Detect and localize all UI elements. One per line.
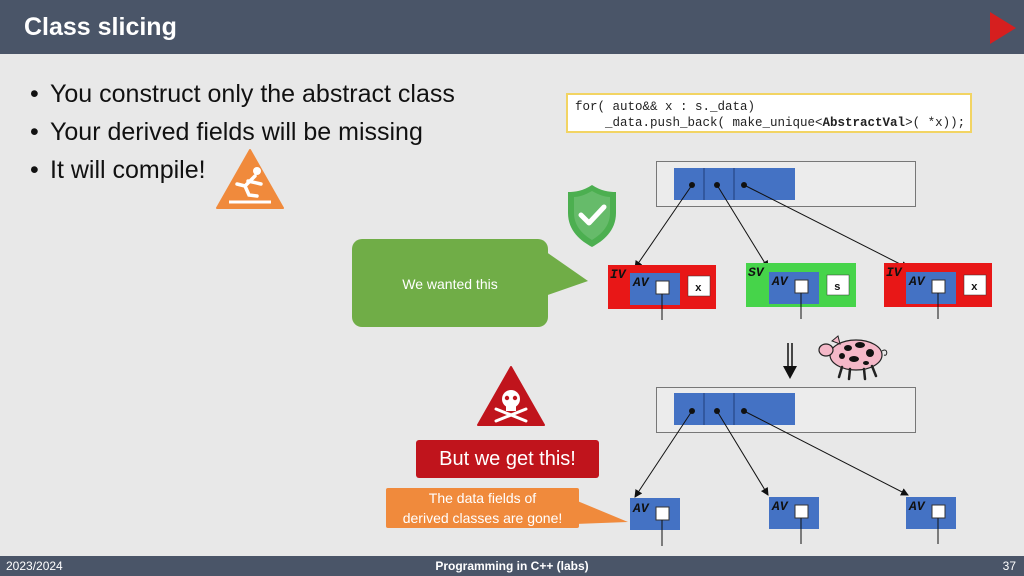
title-bar [0,0,1024,54]
iv-label: IV [610,267,627,282]
footer-course-title: Programming in C++ (labs) [435,559,589,573]
bullet-item: •It will compile! [30,156,206,184]
diagram [575,168,992,546]
skull-hazard-icon [477,366,545,426]
av-object [630,498,680,530]
av-label: AV [632,501,650,516]
bullet-item: •Your derived fields will be missing [30,118,423,146]
sv-label: SV [748,265,765,280]
diagram-labels: IV AV x SV AV s IV AV x AV AV AV [610,265,978,516]
speech-bubble [352,239,588,327]
av-label: AV [771,499,789,514]
av-label: AV [908,274,926,289]
but-we-get-this-label: But we get this! [416,440,599,478]
av-label: AV [771,274,789,289]
av-label: AV [908,499,926,514]
slip-hazard-icon [216,149,284,209]
field-x-label: x [971,282,978,294]
speech-bubble-text: We wanted this [402,276,498,292]
av-label: AV [632,275,650,290]
pig-icon [818,335,888,381]
iv-label: IV [886,265,903,280]
bullet-item: •You construct only the abstract class [30,80,455,108]
slide-number: 37 [1002,559,1016,573]
shield-check-icon [568,185,616,247]
footer-bar: 2023/2024 Programming in C++ (labs) 37 [0,556,1024,576]
code-snippet: for( auto&& x : s._data) _data.push_back… [566,93,972,133]
arrow-down-icon [783,343,797,379]
av-object [906,497,956,529]
av-object [769,497,819,529]
footer-date: 2023/2024 [6,559,63,573]
bullet-list: •You construct only the abstract class •… [30,76,455,190]
field-x-label: x [695,283,702,295]
field-s-label: s [834,282,841,294]
play-icon[interactable] [990,12,1016,44]
slide-title: Class slicing [24,13,177,41]
